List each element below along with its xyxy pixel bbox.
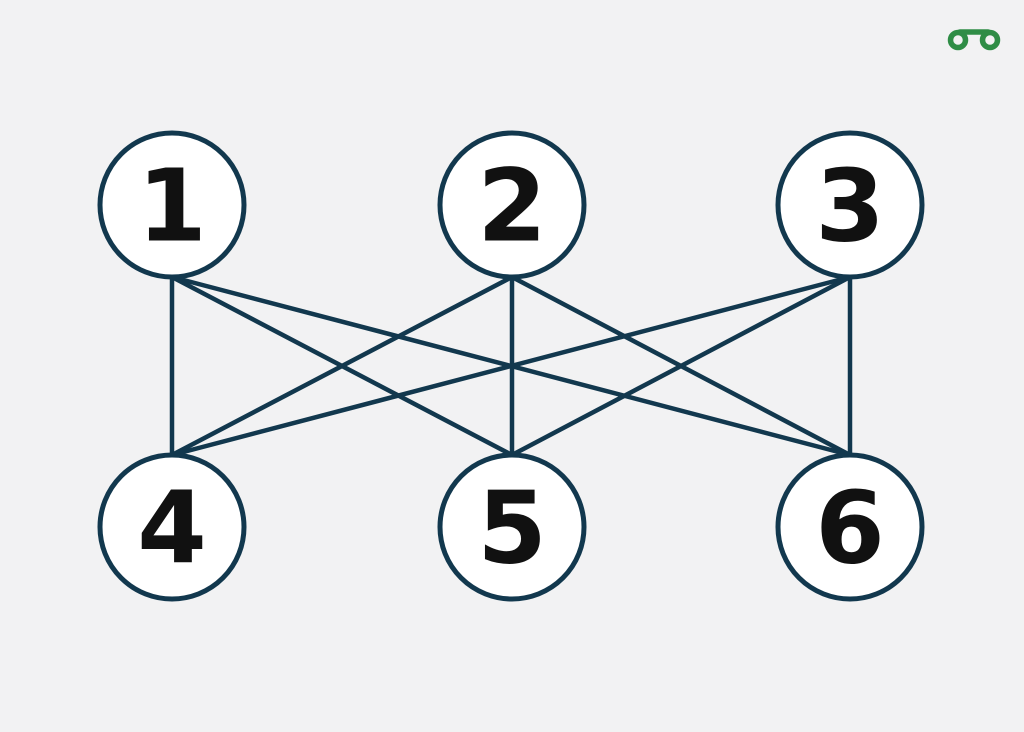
graph-node-6: 6 [775, 452, 925, 602]
graph-node-5: 5 [437, 452, 587, 602]
graph-node-1: 1 [97, 130, 247, 280]
node-circle [97, 130, 247, 280]
logo-bar [957, 29, 991, 35]
node-label: 5 [477, 470, 547, 587]
node-label: 6 [815, 470, 885, 587]
graph-node-4: 4 [97, 452, 247, 602]
node-circle [775, 452, 925, 602]
edge-2-4 [169, 274, 515, 458]
node-label: 3 [815, 148, 885, 265]
graph-node-2: 2 [437, 130, 587, 280]
node-circle [437, 452, 587, 602]
node-label: 2 [477, 148, 547, 265]
node-label: 4 [137, 470, 207, 587]
node-circle [437, 130, 587, 280]
geeksforgeeks-logo-icon [947, 29, 1001, 51]
edge-3-4 [169, 274, 853, 458]
node-circle [97, 452, 247, 602]
node-label: 1 [137, 148, 207, 265]
node-circle [775, 130, 925, 280]
edge-3-5 [509, 274, 853, 458]
graph-node-3: 3 [775, 130, 925, 280]
